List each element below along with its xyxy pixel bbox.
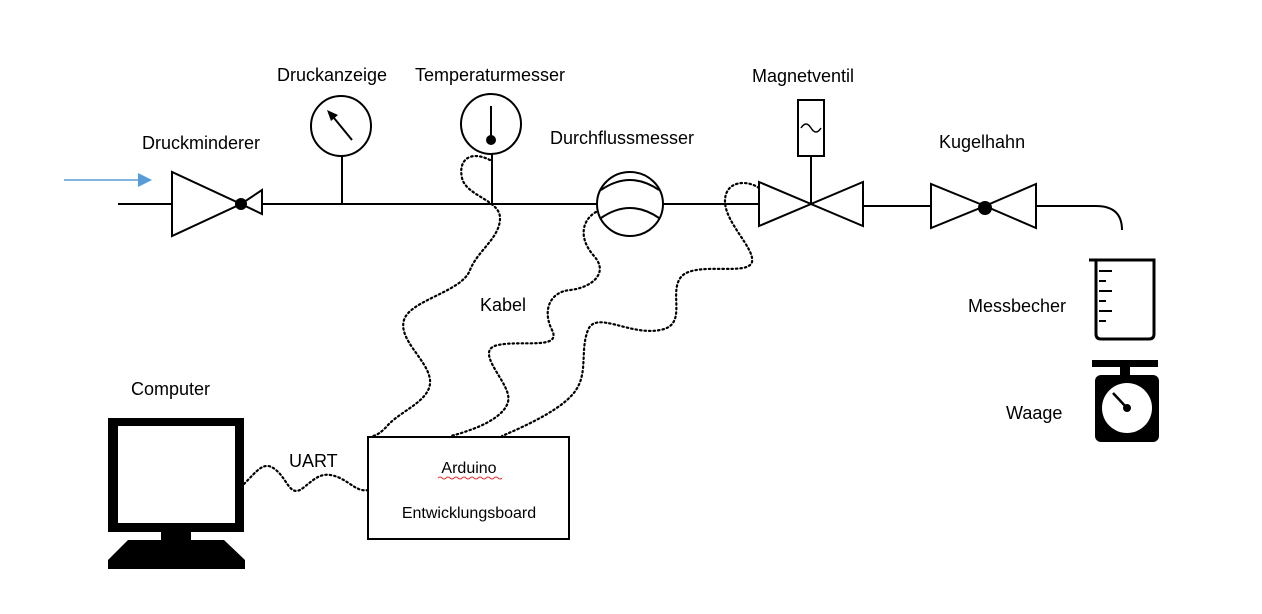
measuring-cup-icon (1089, 258, 1156, 341)
label-magnetventil: Magnetventil (752, 66, 854, 86)
cable-uart (242, 464, 370, 492)
inlet-arrow (64, 173, 152, 187)
label-druckminderer: Druckminderer (142, 133, 260, 153)
cable-flow (448, 210, 601, 438)
scale-icon (1092, 360, 1159, 442)
label-computer: Computer (131, 379, 210, 399)
label-kugelhahn: Kugelhahn (939, 132, 1025, 152)
label-durchflussmesser: Durchflussmesser (550, 128, 694, 148)
spellcheck-underline (437, 476, 503, 480)
solenoid-valve-icon (758, 99, 864, 228)
label-kabel: Kabel (480, 295, 526, 315)
label-board-line1: Arduino (441, 460, 496, 477)
cable-temperature (370, 154, 502, 438)
arduino-board (367, 436, 570, 540)
label-druckanzeige: Druckanzeige (277, 65, 387, 85)
ball-valve-icon (930, 182, 1037, 230)
thermometer-icon (460, 93, 522, 204)
pressure-reducer-icon (171, 170, 263, 238)
label-board-line2: Entwicklungsboard (402, 505, 536, 522)
cables (242, 154, 761, 492)
label-uart: UART (289, 451, 338, 471)
label-messbecher: Messbecher (968, 296, 1066, 316)
computer-monitor-icon (108, 418, 245, 569)
cable-valve (500, 181, 761, 438)
flow-meter-icon (596, 171, 664, 237)
label-waage: Waage (1006, 403, 1062, 423)
main-pipe (118, 203, 1123, 231)
pressure-gauge-icon (310, 95, 372, 204)
label-temperaturmesser: Temperaturmesser (415, 65, 565, 85)
